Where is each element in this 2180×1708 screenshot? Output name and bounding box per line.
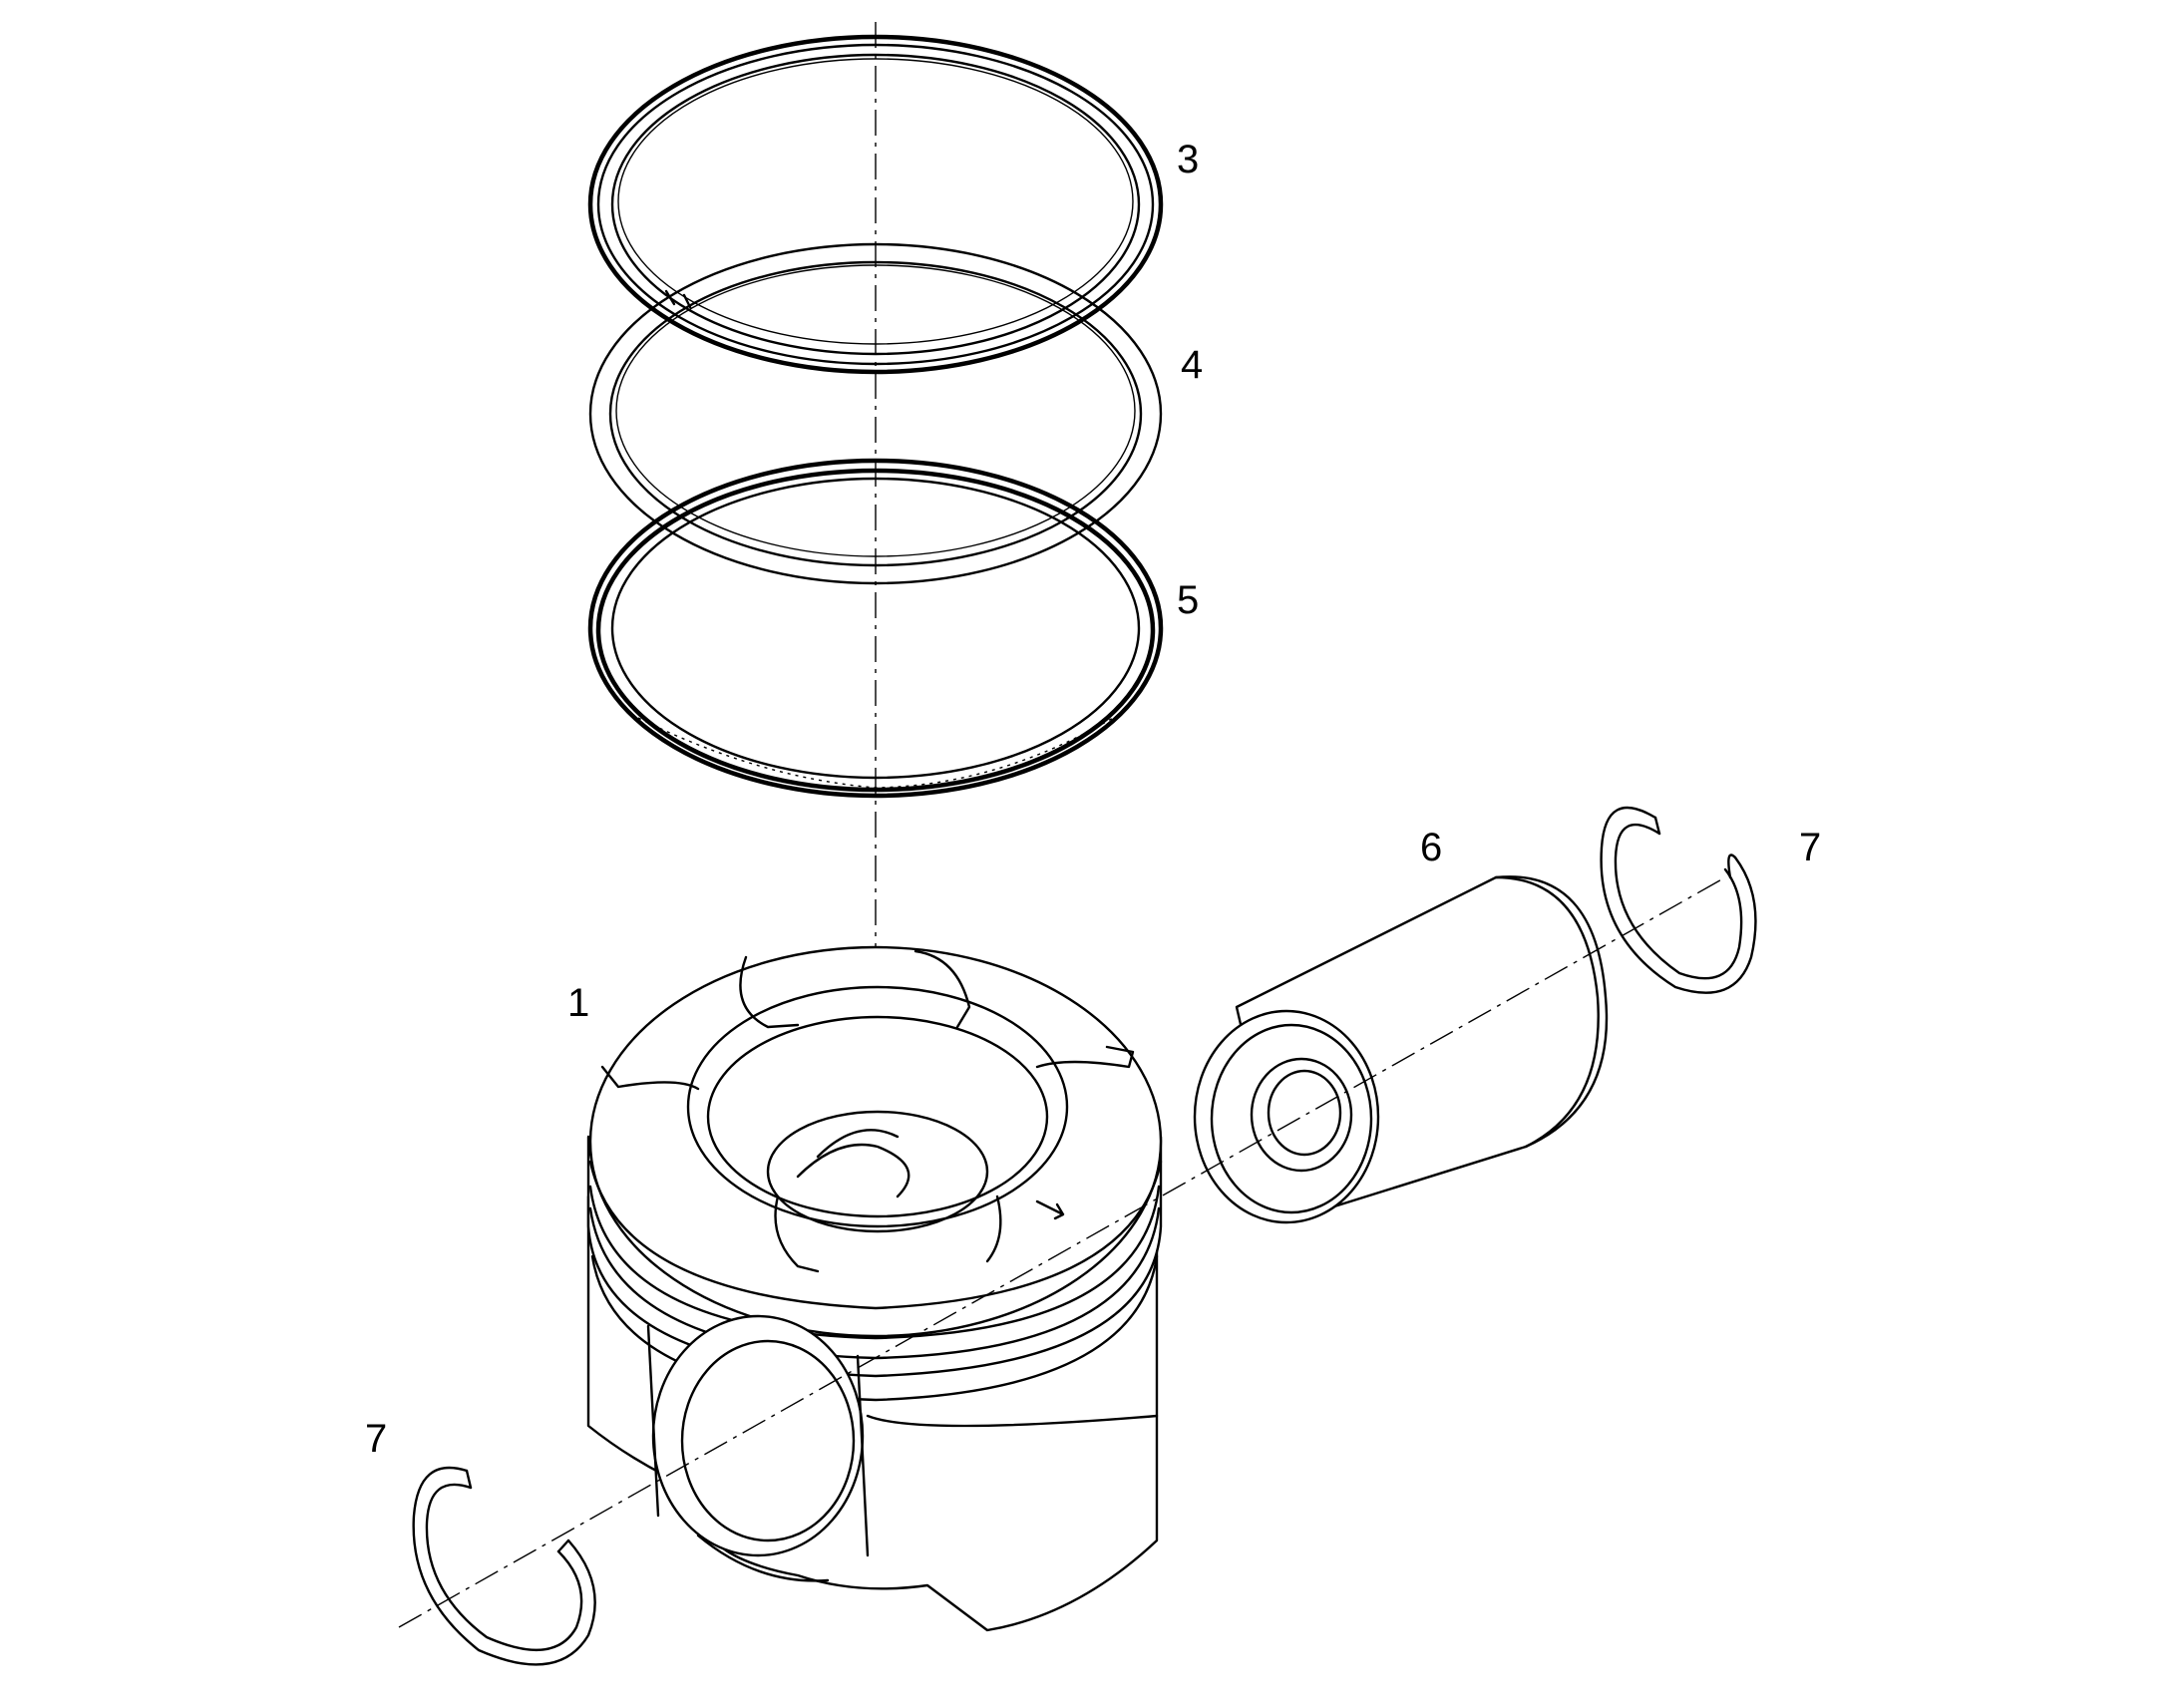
piston-pin	[1193, 875, 1609, 1224]
callout-5-oil-ring: 5	[1177, 578, 1200, 622]
callout-1-piston: 1	[567, 981, 590, 1025]
oil-control-ring	[587, 458, 1164, 799]
circlip-right	[1600, 806, 1757, 994]
piston	[586, 945, 1163, 1632]
callout-6-piston-pin: 6	[1420, 826, 1443, 869]
top-compression-ring	[587, 34, 1164, 375]
callout-3-top-ring: 3	[1177, 138, 1200, 181]
pin-axis	[398, 876, 1726, 1628]
callout-7-circlip-right: 7	[1799, 826, 1822, 869]
second-compression-ring	[588, 242, 1163, 585]
callout-7-circlip-left: 7	[365, 1417, 388, 1461]
callout-4-second-ring: 4	[1181, 343, 1204, 387]
circlip-left	[412, 1466, 596, 1666]
